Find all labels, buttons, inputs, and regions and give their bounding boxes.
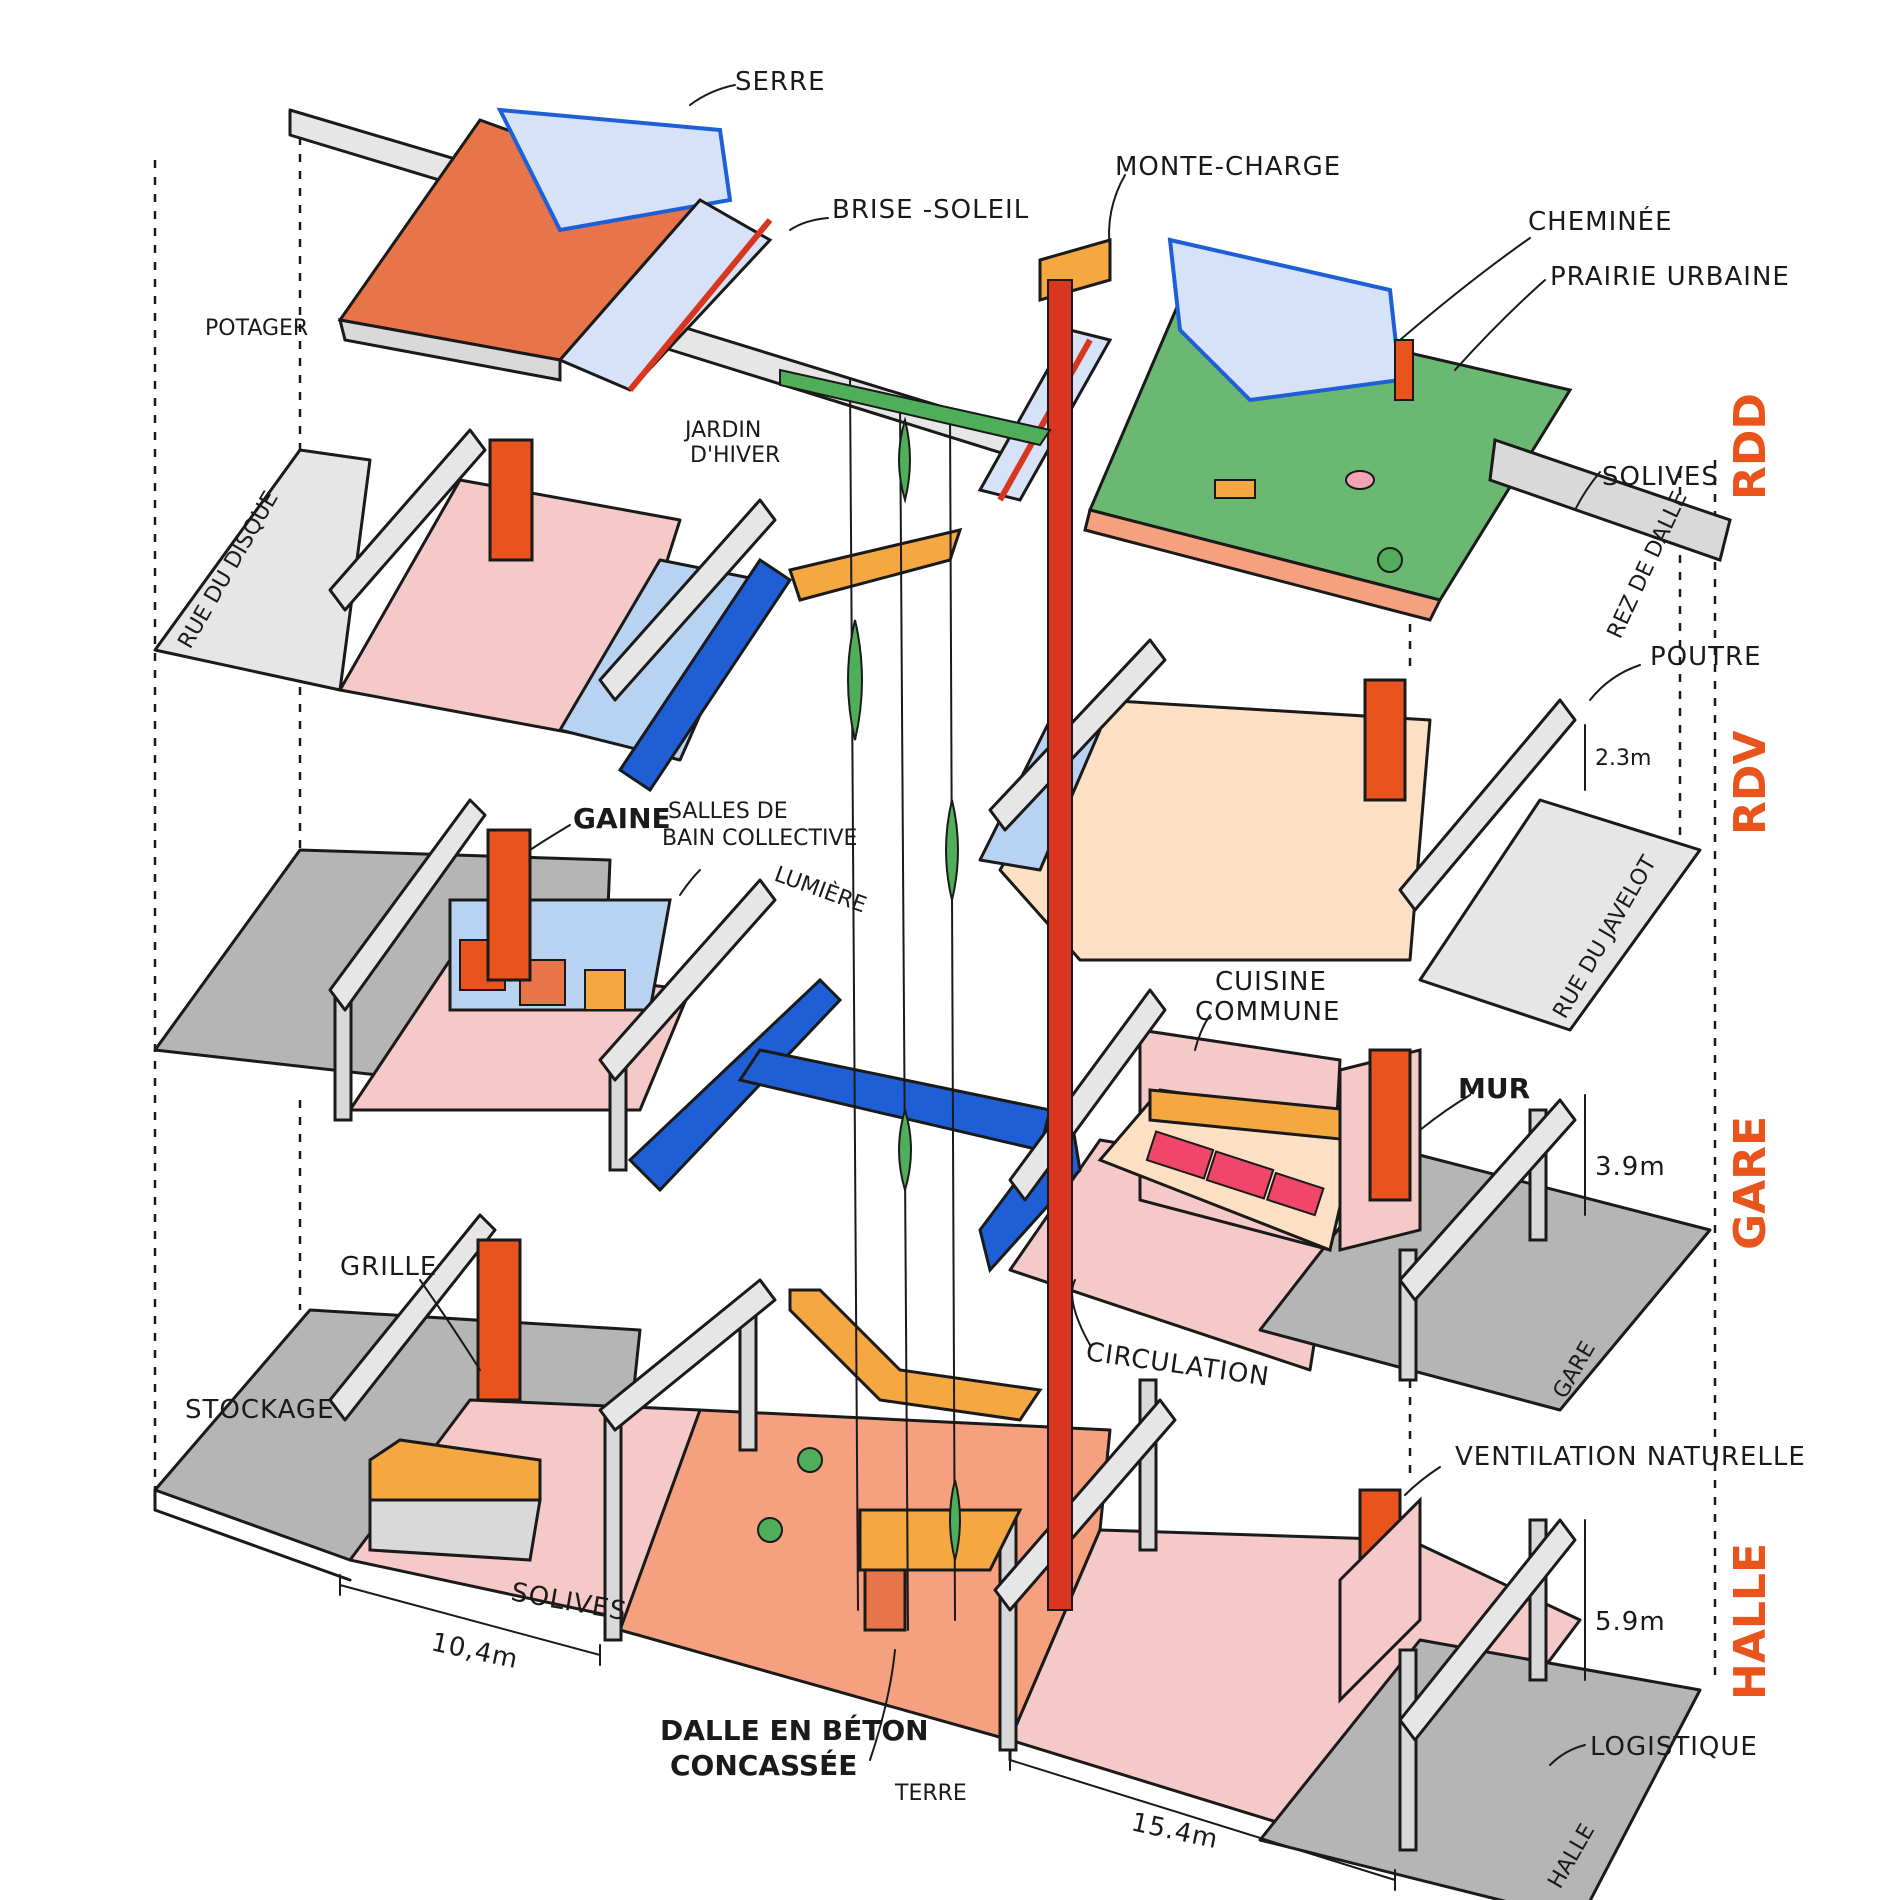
label-h-halle: 5.9m xyxy=(1595,1607,1666,1637)
chimney-shaft xyxy=(1047,279,1073,1611)
air-duct-halle xyxy=(476,1238,522,1402)
label-grille: GRILLE xyxy=(340,1252,437,1282)
label-stockage: STOCKAGE xyxy=(185,1395,335,1425)
gare-level xyxy=(153,798,1712,1412)
label-lumiere: LUMIÈRE xyxy=(771,861,870,918)
guide-lines xyxy=(153,120,1717,1680)
brise-soleil-panel xyxy=(557,198,773,392)
label-prairie-urbaine: PRAIRIE URBAINE xyxy=(1550,262,1790,292)
label-dalle-2: CONCASSÉE xyxy=(670,1748,857,1782)
vertical-elements xyxy=(779,279,1073,1631)
level-halle: HALLE xyxy=(1725,1543,1776,1700)
leader-lines xyxy=(419,84,1641,1766)
storage-crates xyxy=(368,1438,542,1502)
label-h-rdv: 2.3m xyxy=(1595,746,1651,771)
label-terre: TERRE xyxy=(894,1781,967,1806)
rdv-left-walkway xyxy=(617,557,793,793)
label-dim-left: 10,4m xyxy=(429,1628,522,1676)
label-salles-2: BAIN COLLECTIVE xyxy=(662,826,857,851)
label-cuisine-1: CUISINE xyxy=(1215,967,1327,997)
dimension-lines xyxy=(339,724,1586,1891)
label-cheminee: CHEMINÉE xyxy=(1528,205,1673,237)
label-mur: MUR xyxy=(1458,1072,1530,1105)
chimney-top xyxy=(1394,339,1414,401)
label-dim-right: 15.4m xyxy=(1129,1808,1222,1856)
label-salles-1: SALLES DE xyxy=(668,799,788,824)
halle-stair xyxy=(788,1288,1043,1422)
label-poutre: POUTRE xyxy=(1650,642,1762,672)
greenhouse-right xyxy=(1167,237,1403,403)
label-brise-soleil: BRISE -SOLEIL xyxy=(832,195,1029,225)
rdv-level xyxy=(153,428,1702,1032)
level-names: RDD RDV GARE HALLE xyxy=(1725,393,1776,1700)
rue-du-javelot-slab xyxy=(1418,798,1702,1032)
logistique-slab xyxy=(1258,1638,1702,1900)
label-cuisine-2: COMMUNE xyxy=(1195,997,1340,1027)
label-monte-charge: MONTE-CHARGE xyxy=(1115,152,1341,182)
label-ventilation: VENTILATION NATURELLE xyxy=(1455,1442,1806,1472)
label-h-gare: 3.9m xyxy=(1595,1152,1666,1182)
rez-de-dalle-joists xyxy=(1488,437,1732,562)
tree-pot xyxy=(863,1568,907,1632)
greenhouse-left xyxy=(496,107,733,233)
label-jardin-1: JARDIN xyxy=(683,418,761,443)
level-rdv: RDV xyxy=(1725,731,1776,835)
label-serre: SERRE xyxy=(735,67,826,97)
rue-du-disque-slab xyxy=(153,448,372,692)
label-logistique: LOGISTIQUE xyxy=(1590,1732,1758,1762)
label-solives-top: SOLIVES xyxy=(1602,462,1719,492)
rdv-bridge-stair xyxy=(788,527,963,602)
stair-platform xyxy=(858,1508,1023,1572)
gare-bridge xyxy=(737,1048,1052,1152)
air-duct-rdd xyxy=(488,438,534,562)
label-jardin-2: D'HIVER xyxy=(690,443,780,468)
label-dalle-1: DALLE EN BÉTON xyxy=(660,1713,929,1747)
label-gaine: GAINE xyxy=(573,802,671,835)
halle-level xyxy=(153,1213,1702,1900)
air-duct-gare xyxy=(486,828,532,982)
label-potager: POTAGER xyxy=(205,316,308,341)
gare-walkway xyxy=(627,977,843,1193)
level-gare: GARE xyxy=(1725,1116,1776,1250)
air-duct-rdv xyxy=(1363,678,1407,802)
level-rdd: RDD xyxy=(1725,393,1776,500)
